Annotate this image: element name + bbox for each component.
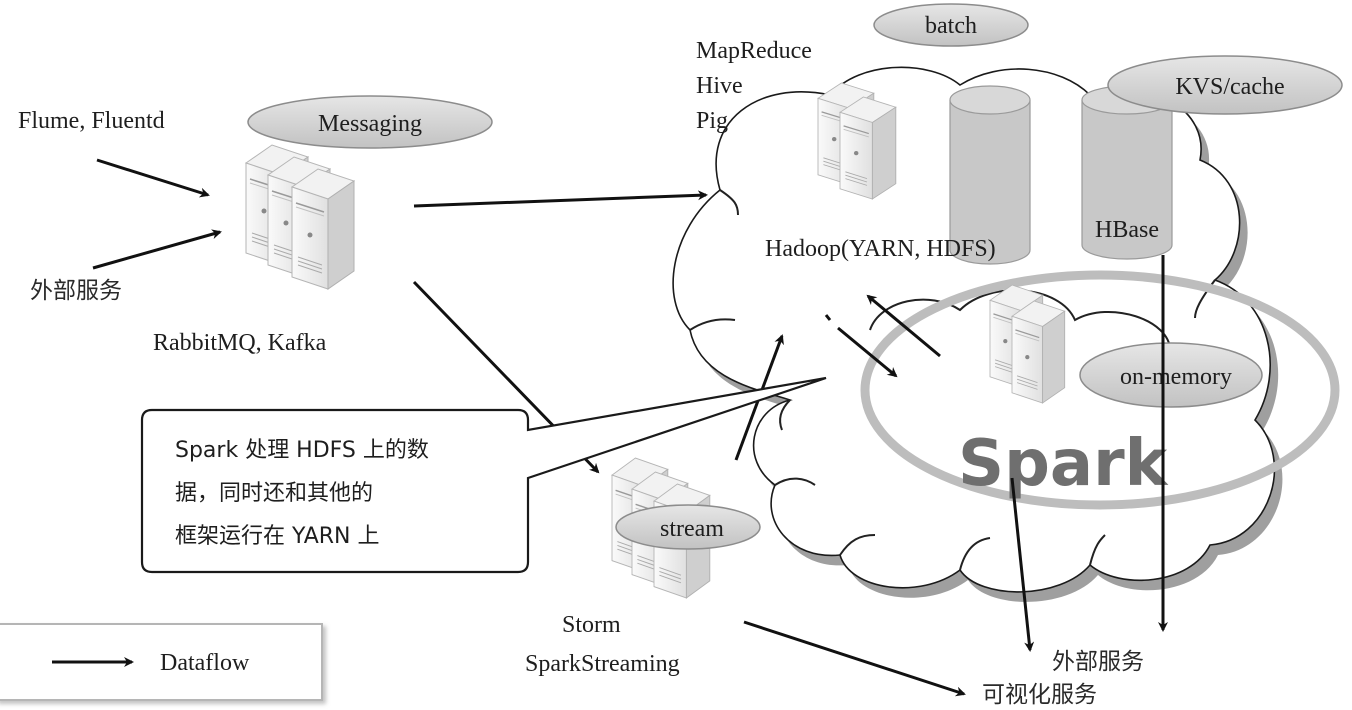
- messaging-tag-label: Messaging: [318, 111, 422, 137]
- on-memory-tag-label: on-memory: [1120, 364, 1232, 390]
- on-memory-tag: on-memory: [1079, 342, 1263, 408]
- callout-line-1: Spark 处理 HDFS 上的数: [175, 438, 429, 463]
- spark-ring: [860, 270, 1340, 510]
- batch-tag-label: batch: [925, 13, 977, 39]
- messaging-tag: Messaging: [247, 95, 493, 149]
- output-external-label: 外部服务: [1052, 649, 1144, 675]
- arrow-hadoop-to-spark: [837, 326, 898, 378]
- callout-line-3: 框架运行在 YARN 上: [175, 524, 380, 549]
- arrow-messaging-to-hadoop: [413, 190, 708, 208]
- callout-box: Spark 处理 HDFS 上的数 据，同时还和其他的 框架运行在 YARN 上: [140, 376, 827, 574]
- spark-title: Spark: [958, 427, 1169, 501]
- legend: Dataflow: [0, 623, 323, 701]
- kvs-tag: KVS/cache: [1107, 55, 1343, 115]
- legend-label: Dataflow: [160, 650, 250, 676]
- arrow-spark-to-hadoop: [866, 294, 941, 358]
- hbase-caption: HBase: [1095, 217, 1159, 243]
- arrow-flume-to-messaging: [96, 158, 210, 198]
- stream-caption-storm: Storm: [562, 612, 621, 638]
- stream-caption-sparkstreaming: SparkStreaming: [525, 651, 680, 677]
- arrow-external-to-messaging: [92, 229, 222, 270]
- messaging-caption: RabbitMQ, Kafka: [153, 330, 327, 356]
- flume-label: Flume, Fluentd: [18, 108, 165, 134]
- hadoop-caption: Hadoop(YARN, HDFS): [765, 236, 996, 262]
- batch-tool-pig: Pig: [696, 108, 728, 134]
- arrow-spark-to-external: [1010, 477, 1035, 652]
- external-source-label: 外部服务: [30, 278, 122, 304]
- batch-tool-hive: Hive: [696, 73, 743, 99]
- arrow-dash-a: [824, 314, 832, 321]
- callout-line-2: 据，同时还和其他的: [175, 481, 373, 506]
- kvs-tag-label: KVS/cache: [1175, 74, 1284, 100]
- arrow-stream-to-visualization: [743, 620, 966, 697]
- batch-tag: batch: [873, 3, 1029, 47]
- batch-tool-mapreduce: MapReduce: [696, 38, 812, 64]
- stream-tag-label: stream: [660, 516, 724, 542]
- stream-tag: stream: [615, 504, 761, 550]
- hdfs-cylinder-icon: [949, 85, 1031, 265]
- messaging-server-icon: [245, 144, 355, 290]
- output-visualization-label: 可视化服务: [982, 682, 1097, 708]
